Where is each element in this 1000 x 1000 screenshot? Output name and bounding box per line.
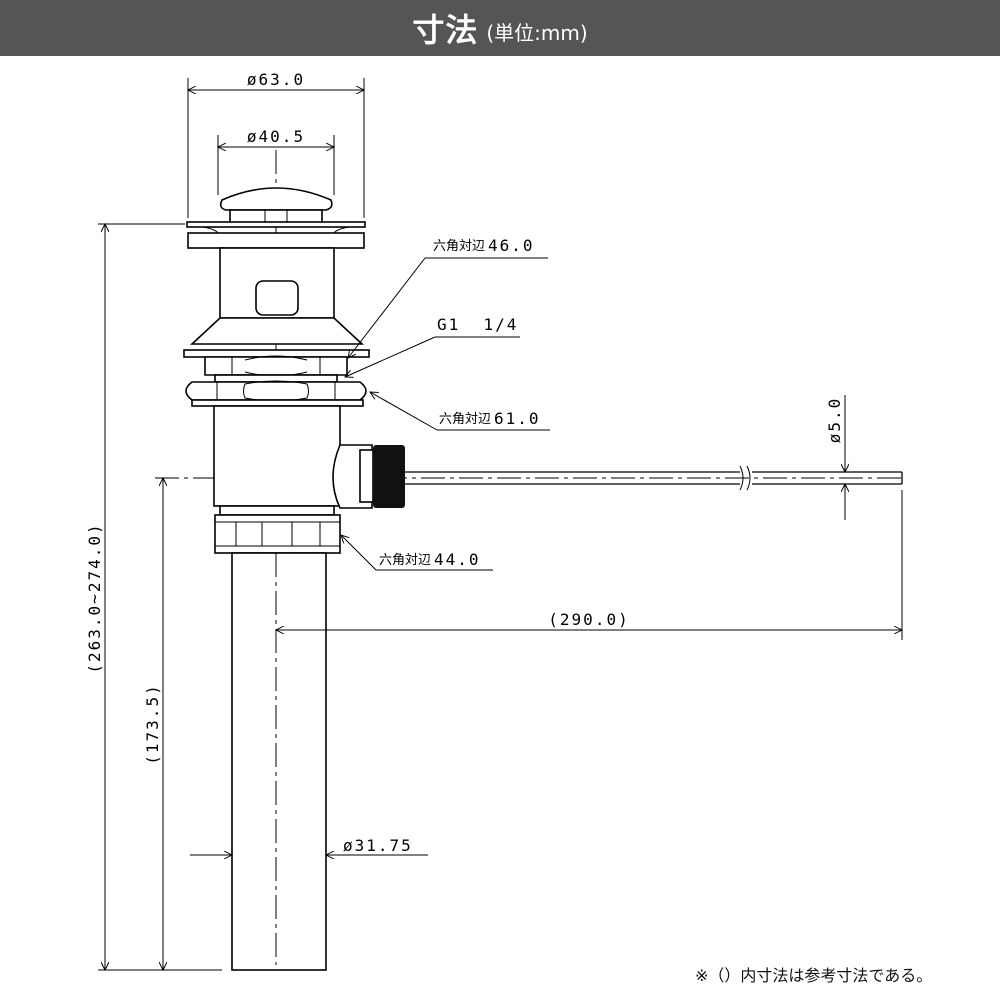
header-bar: 寸法 (単位:mm) — [0, 0, 1000, 56]
pop-up-cap — [219, 187, 333, 224]
dim-rod-dia: ø5.0 — [825, 395, 860, 520]
svg-text:(290.0): (290.0) — [548, 610, 629, 629]
svg-text:61.0: 61.0 — [494, 409, 541, 428]
leader-hex-46: 六角対辺 46.0 — [348, 236, 548, 358]
hex-nut-44 — [214, 514, 341, 554]
dim-cap-inner: ø40.5 — [218, 127, 334, 195]
dim-pipe-dia: ø31.75 — [190, 836, 428, 855]
svg-text:ø63.0: ø63.0 — [247, 70, 305, 89]
svg-text:六角対辺: 六角対辺 — [433, 239, 485, 254]
break-symbol — [739, 465, 751, 491]
lower-body — [213, 405, 405, 516]
hex-nut-46 — [204, 355, 348, 383]
svg-text:(173.5): (173.5) — [143, 683, 162, 764]
tail-pipe — [231, 552, 327, 971]
svg-text:ø40.5: ø40.5 — [247, 127, 305, 146]
leader-hex-44: 六角対辺 44.0 — [341, 535, 493, 571]
svg-text:G1 1/4: G1 1/4 — [437, 315, 518, 334]
hex-nut-61 — [185, 380, 367, 407]
svg-text:44.0: 44.0 — [434, 550, 481, 569]
upper-body — [183, 247, 370, 358]
svg-text:六角対辺: 六角対辺 — [439, 412, 491, 427]
svg-text:(263.0~274.0): (263.0~274.0) — [85, 522, 104, 673]
header-unit: (単位:mm) — [486, 20, 588, 45]
dim-cap-outer: ø63.0 — [188, 70, 364, 218]
svg-text:六角対辺: 六角対辺 — [379, 553, 431, 568]
header-title: 寸法 — [412, 11, 479, 49]
knurled-nut — [373, 445, 405, 508]
footnote: ※（）内寸法は参考寸法である。 — [695, 966, 933, 985]
svg-text:ø31.75: ø31.75 — [343, 836, 413, 855]
leader-thread: G1 1/4 — [345, 315, 520, 377]
dim-rod-length: (290.0) — [276, 490, 902, 640]
flange — [186, 221, 366, 249]
leader-hex-61: 六角対辺 61.0 — [370, 392, 550, 431]
svg-text:46.0: 46.0 — [488, 236, 535, 255]
dim-rod-height: (173.5) — [143, 478, 163, 970]
control-rod — [405, 465, 903, 491]
svg-text:ø5.0: ø5.0 — [825, 397, 844, 444]
